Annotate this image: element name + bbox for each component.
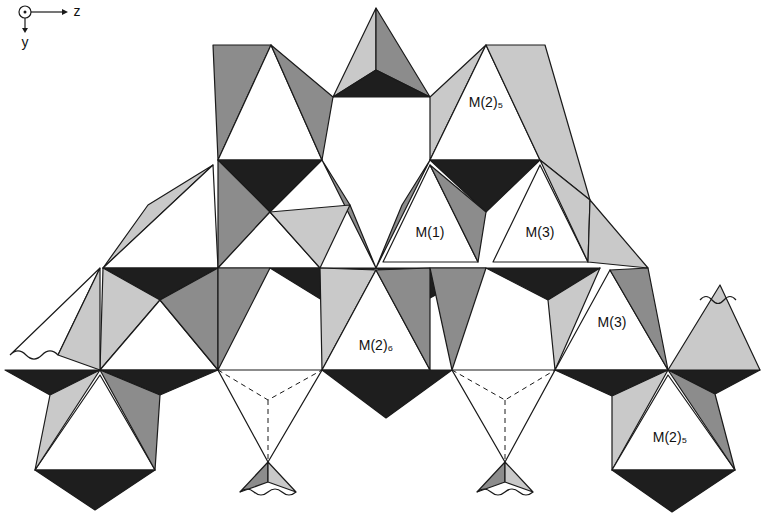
site-label: M(2)₅ — [469, 95, 503, 109]
site-label: M(2)₅ — [653, 430, 687, 444]
axis-label: z — [74, 4, 81, 18]
site-label: M(3) — [598, 315, 627, 329]
site-label: M(2)₆ — [359, 338, 393, 352]
axis-label: y — [22, 35, 29, 49]
site-label: M(3) — [526, 225, 555, 239]
site-label: M(1) — [416, 225, 445, 239]
